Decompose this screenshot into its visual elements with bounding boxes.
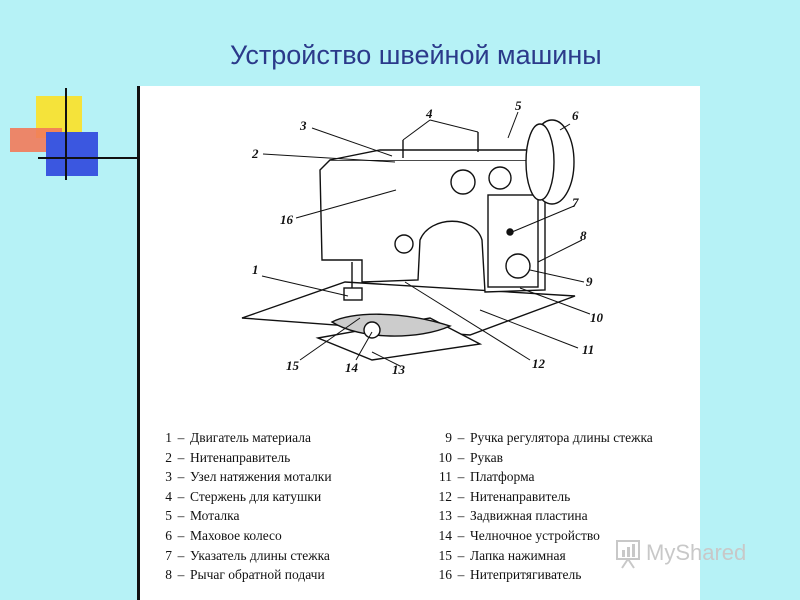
- decorative-squares: [10, 88, 140, 180]
- callout-10: 10: [590, 310, 604, 325]
- legend-item: 4–Стержень для катушки: [165, 488, 322, 504]
- legend-item: 5–Моталка: [165, 508, 240, 524]
- callout-15: 15: [286, 358, 300, 373]
- callout-6: 6: [572, 108, 579, 123]
- legend-item: 1–Двигатель материала: [165, 430, 311, 445]
- callout-1: 1: [252, 262, 259, 277]
- callout-16: 16: [280, 212, 294, 227]
- callout-9: 9: [586, 274, 593, 289]
- legend-item: 15–Лапка нажимная: [438, 547, 566, 563]
- legend-right: 9–Ручка регулятора длины стежка 10–Рукав…: [430, 428, 653, 585]
- stitch-regulator-knob: [505, 253, 531, 279]
- callout-11: 11: [582, 342, 594, 357]
- slide-title: Устройство швейной машины: [230, 40, 602, 70]
- callout-2: 2: [251, 146, 259, 161]
- legend-item: 14–Челночное устройство: [438, 527, 600, 543]
- legend-item: 12–Нитенаправитель: [438, 488, 571, 504]
- thread-guide-knob: [394, 234, 414, 254]
- legend-item: 16–Нитепритягиватель: [438, 567, 582, 583]
- watermark-text: MyShared: [646, 540, 747, 565]
- legend-item: 8–Рычаг обратной подачи: [165, 567, 325, 583]
- watermark: MyShared: [614, 538, 774, 572]
- callout-13: 13: [392, 362, 406, 377]
- presentation-chart-icon: [616, 540, 640, 569]
- legend-left: 1–Двигатель материала 2–Нитенаправитель …: [158, 428, 332, 585]
- legend-item: 13–Задвижная пластина: [438, 508, 588, 524]
- presser-foot: [343, 287, 363, 301]
- tension-dial: [450, 169, 476, 195]
- legend-item: 11–Платформа: [439, 469, 535, 485]
- arm-top: [329, 149, 547, 161]
- callout-5: 5: [515, 98, 522, 113]
- callout-3: 3: [299, 118, 307, 133]
- blue-square: [46, 132, 98, 176]
- legend-item: 7–Указатель длины стежка: [165, 547, 330, 563]
- legend-item: 6–Маховое колесо: [165, 527, 282, 543]
- callout-8: 8: [580, 228, 587, 243]
- callout-14: 14: [345, 360, 359, 375]
- legend-item: 3–Узел натяжения моталки: [165, 469, 332, 485]
- legend-item: 9–Ручка регулятора длины стежка: [445, 430, 653, 445]
- legend-item: 2–Нитенаправитель: [165, 449, 291, 465]
- callout-12: 12: [532, 356, 546, 371]
- legend-item: 10–Рукав: [438, 449, 503, 465]
- callout-4: 4: [425, 106, 433, 121]
- dial: [488, 166, 512, 190]
- callout-7: 7: [572, 195, 579, 210]
